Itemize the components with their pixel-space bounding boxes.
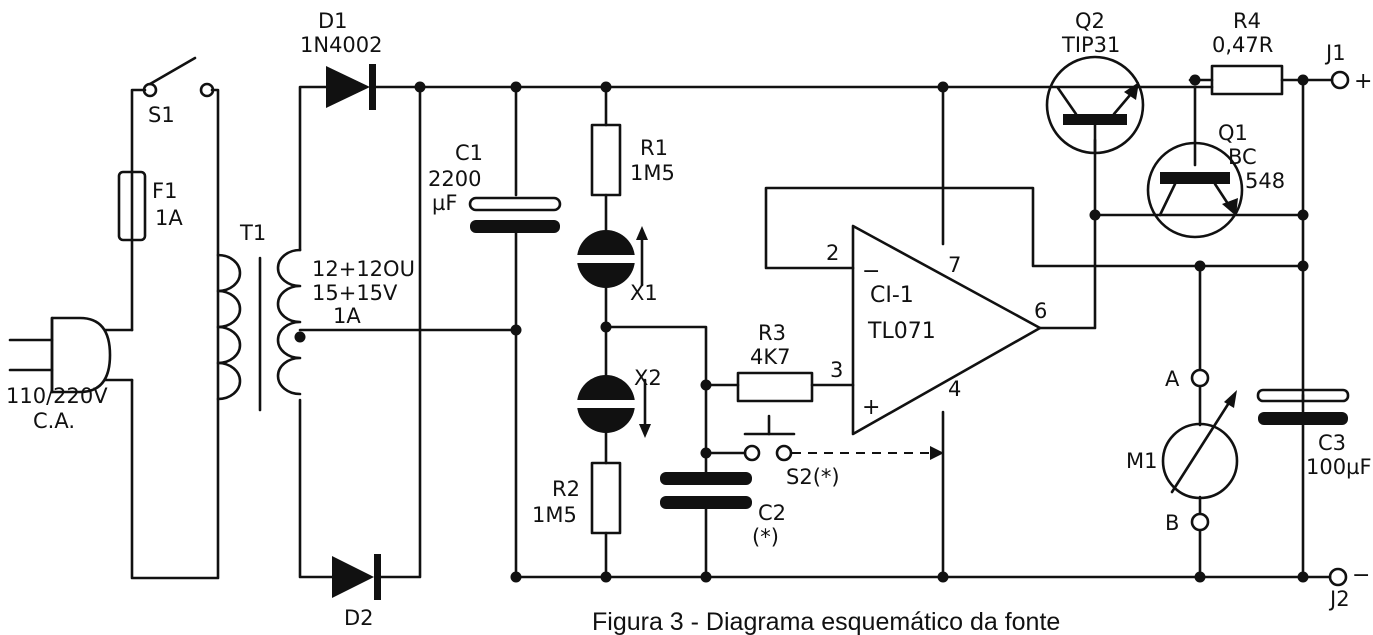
plug-ac-label: C.A. [33, 409, 75, 433]
opamp-pin-2: 2 [826, 241, 839, 265]
capacitor-c3: C3 100µF [1256, 388, 1372, 479]
r2-value: 1M5 [532, 503, 577, 527]
opamp-plus-sign: + [862, 395, 880, 420]
d1-value: 1N4002 [300, 33, 383, 57]
x2-label: X2 [634, 366, 662, 390]
r3-value: 4K7 [750, 345, 791, 369]
d2-label: D2 [344, 606, 374, 630]
q2-label: Q2 [1075, 9, 1105, 33]
diode-d1: D1 1N4002 [300, 9, 383, 110]
c3-label: C3 [1318, 431, 1346, 455]
resistor-r4: R4 0,47R [1210, 9, 1284, 96]
r1-label: R1 [640, 136, 668, 160]
opamp-part: TL071 [867, 319, 936, 344]
q1-label: Q1 [1218, 121, 1248, 145]
terminal-j2: J2 − [1328, 563, 1370, 611]
terminal-j1: J1 + [1324, 41, 1372, 94]
plug-voltage-label: 110/220V [6, 384, 108, 408]
opamp-pin-6: 6 [1034, 299, 1047, 323]
power-plug: 110/220V C.A. [6, 316, 112, 433]
f1-label: F1 [152, 179, 177, 203]
transistor-q2: Q2 TIP31 [1045, 9, 1145, 155]
t1-spec-1: 12+12OU [312, 257, 415, 281]
s2-label: S2(*) [786, 465, 840, 489]
t1-spec-2: 15+15V [312, 281, 398, 305]
x1-label: X1 [630, 281, 658, 305]
figure-caption: Figura 3 - Diagrama esquemático da fonte [592, 608, 1060, 635]
c1-unit: µF [432, 191, 457, 215]
switch-s1: S1 [142, 56, 215, 127]
j1-label: J1 [1324, 41, 1346, 65]
t1-label: T1 [239, 221, 266, 245]
c2-label: C2 [758, 501, 786, 525]
r4-value: 0,47R [1212, 33, 1273, 57]
opamp-ref: CI-1 [870, 283, 914, 308]
opamp-pin-7: 7 [948, 253, 961, 277]
r4-label: R4 [1233, 9, 1261, 33]
diode-d2: D2 [332, 554, 381, 630]
transistor-q1: Q1 BC 548 [1146, 121, 1285, 239]
opamp-minus-sign: − [862, 259, 880, 284]
j1-sign: + [1354, 69, 1372, 94]
capacitor-c1: C1 2200 µF [428, 141, 562, 233]
c3-value: 100µF [1306, 455, 1372, 479]
m1-label: M1 [1126, 449, 1157, 473]
junctions [294, 74, 1309, 583]
resistor-r3: R3 4K7 [736, 321, 814, 403]
c1-label: C1 [455, 141, 483, 165]
resistor-r2: R2 1M5 [532, 461, 622, 535]
j2-sign: − [1352, 563, 1370, 588]
c2-note: (*) [752, 525, 779, 549]
m1-terminal-a: A [1165, 367, 1180, 391]
crystal-x1: X1 [576, 226, 658, 305]
d1-label: D1 [318, 9, 348, 33]
r1-value: 1M5 [630, 161, 675, 185]
opamp-ci1: − + CI-1 TL071 2 3 4 6 7 [826, 224, 1047, 436]
m1-terminal-b: B [1165, 511, 1179, 535]
opamp-pin-3: 3 [830, 358, 843, 382]
switch-s2: S2(*) [743, 414, 944, 489]
meter-m1: A B M1 [1126, 367, 1239, 535]
r3-label: R3 [758, 321, 786, 345]
crystal-x2: X2 [576, 366, 662, 438]
fuse-f1: F1 1A [117, 170, 183, 242]
s1-label: S1 [148, 103, 175, 127]
q2-part: TIP31 [1061, 33, 1120, 57]
resistor-r1: R1 1M5 [590, 123, 675, 197]
capacitor-c2: C2 (*) [660, 472, 786, 549]
transformer-t1: T1 12+12OU 15+15V 1A [216, 221, 415, 412]
c1-value: 2200 [428, 167, 481, 191]
j2-label: J2 [1328, 587, 1350, 611]
opamp-pin-4: 4 [948, 377, 961, 401]
t1-spec-3: 1A [333, 304, 361, 328]
q1-part: BC [1228, 145, 1257, 169]
r2-label: R2 [552, 477, 580, 501]
q1-part-2: 548 [1245, 169, 1285, 193]
f1-value: 1A [155, 206, 183, 230]
